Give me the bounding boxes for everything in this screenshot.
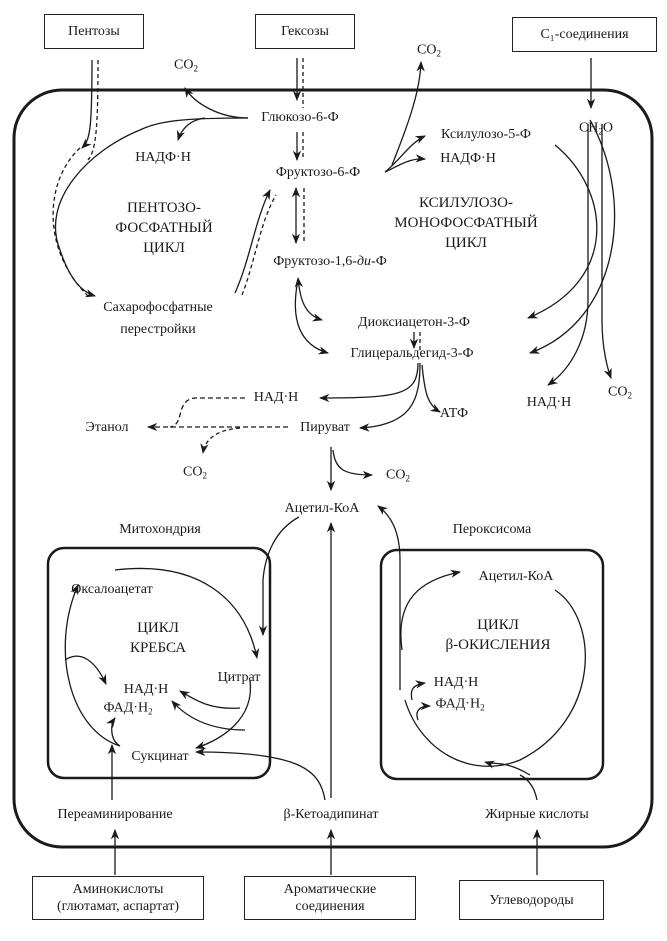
co2-top-mid: CO2 (417, 42, 441, 59)
glyceraldehyde-3p: Глицеральдегид-3-Ф (350, 346, 474, 361)
pentoses-arrow (81, 59, 93, 149)
hydrocarbons-label: Углеводороды (489, 892, 574, 908)
cycle-label: МОНОФОСФАТНЫЙ (394, 215, 538, 231)
cycle-label: ПЕНТОЗО- (127, 200, 201, 216)
nadh-right: НАД·Н (526, 395, 572, 410)
fructose-6p: Фруктозо-6-Ф (275, 165, 361, 180)
cell-boundary (12, 88, 654, 849)
oxaloacetate: Оксалоацетат (71, 582, 153, 597)
cycle-label: ФОСФАТНЫЙ (115, 220, 213, 236)
hydrocarbons-box: Углеводороды (459, 880, 604, 920)
beta-ketoadipate: β-Кетоадипинат (283, 807, 379, 822)
c1-compounds-label: C₁-соединения (540, 27, 629, 42)
pentose-phosphate-cycle: ПЕНТОЗО- ФОСФАТНЫЙ ЦИКЛ (115, 198, 212, 258)
succinate: Сукцинат (131, 749, 189, 764)
cycle-label: ЦИКЛ (137, 620, 179, 636)
aromatic-sublabel: соединения (295, 899, 365, 914)
pyruvate: Пируват (300, 420, 350, 435)
dhap: Диоксиацетон-3-Ф (358, 315, 470, 330)
ch2o: CH2O (578, 120, 614, 137)
cycle-label: ЦИКЛ (143, 240, 185, 256)
peroxisome-boundary (379, 548, 605, 781)
pentoses-box: Пентозы (44, 14, 144, 49)
pentoses-label: Пентозы (68, 24, 120, 39)
glucose-6p: Глюкозо-6-Ф (261, 110, 339, 125)
fructose-1-6-dp: Фруктозо-1,6-ди-Ф (273, 254, 387, 269)
krebs-nadh: НАД·Н (123, 682, 169, 697)
amino-acids-box: Аминокислоты (глютамат, аспартат) (32, 876, 204, 920)
acetyl-coa: Ацетил-КоА (284, 501, 360, 516)
nadph-left: НАДФ·Н (135, 150, 191, 165)
citrate: Цитрат (217, 670, 261, 685)
peroxisome-fadh2: ФАД·Н2 (435, 696, 485, 713)
peroxisome-acetyl-coa: Ацетил-КоА (478, 569, 554, 584)
cycle-label: β-ОКИСЛЕНИЯ (445, 637, 551, 653)
hexoses-box: Гексозы (255, 14, 355, 49)
co2-left: CO2 (183, 464, 207, 481)
mitochondria-label: Митохондрия (119, 522, 201, 537)
cycle-label: ЦИКЛ (477, 617, 519, 633)
aromatic-box: Ароматические соединения (244, 876, 416, 920)
peroxisome-nadh: НАД·Н (433, 675, 479, 690)
amino-acids-sublabel: (глютамат, аспартат) (56, 899, 179, 914)
c1-compounds-box: C₁-соединения (512, 17, 657, 52)
aromatic-label: Ароматические (283, 882, 377, 897)
nadph-right: НАДФ·Н (440, 151, 496, 166)
sugar-rearrangement: Сахарофосфатные (103, 300, 213, 315)
co2-top-left: CO2 (174, 57, 198, 74)
mitochondria-boundary (46, 546, 272, 780)
amino-acids-label: Аминокислоты (72, 882, 164, 897)
co2-right: CO2 (386, 467, 410, 484)
nadh-mid: НАД·Н (253, 390, 299, 405)
krebs-fadh2: ФАД·Н2 (103, 700, 153, 717)
co2-far-right: CO2 (608, 384, 632, 401)
krebs-cycle: ЦИКЛ КРЕБСА (130, 618, 186, 658)
cycle-label: ЦИКЛ (445, 235, 487, 251)
hexoses-label: Гексозы (281, 24, 329, 39)
xylulose-monophosphate-cycle: КСИЛУЛОЗО- МОНОФОСФАТНЫЙ ЦИКЛ (394, 193, 537, 253)
transamination: Переаминирование (57, 807, 173, 822)
beta-oxidation-cycle: ЦИКЛ β-ОКИСЛЕНИЯ (446, 615, 551, 655)
cycle-label: КРЕБСА (129, 640, 187, 656)
xylulose-5p: Ксилулозо-5-Ф (441, 127, 531, 142)
sugar-rearrangement-line2: перестройки (120, 322, 196, 337)
fatty-acids: Жирные кислоты (485, 807, 589, 822)
ethanol: Этанол (85, 420, 129, 435)
atp: АТФ (439, 406, 469, 421)
peroxisome-label: Пероксисома (452, 522, 532, 537)
cycle-label: КСИЛУЛОЗО- (419, 195, 513, 211)
